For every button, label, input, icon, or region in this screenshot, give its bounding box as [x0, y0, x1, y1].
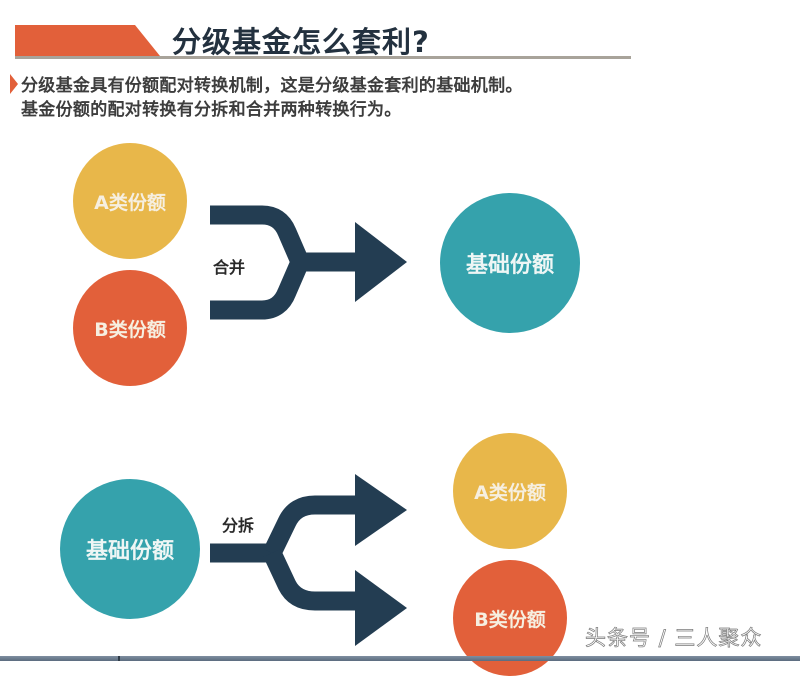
merge-input-a-label: A类份额 — [94, 191, 166, 214]
split-arrow-lower — [263, 548, 360, 611]
split-input-label: 基础份额 — [85, 539, 174, 564]
bottom-strip — [0, 656, 800, 661]
flow-arrows — [210, 205, 407, 646]
description-line-2: 基金份额的配对转换有分拆和合并两种转换行为。 — [21, 100, 402, 120]
title-divider — [15, 56, 631, 59]
split-output-a-circle: A类份额 — [453, 433, 567, 549]
merge-label: 合并 — [213, 258, 246, 277]
split-output-b-label: B类份额 — [474, 608, 546, 631]
merge-output-label: 基础份额 — [465, 253, 554, 278]
split-output-a-label: A类份额 — [474, 481, 546, 504]
merge-arrowhead-icon — [355, 222, 407, 302]
merge-input-b-label: B类份额 — [94, 318, 166, 341]
header-accent-bar — [15, 25, 160, 56]
bullet-triangle-icon — [10, 74, 18, 94]
description-line-1: 分级基金具有份额配对转换机制，这是分级基金套利的基础机制。 — [21, 76, 523, 96]
split-input-circle: 基础份额 — [60, 479, 200, 619]
split-upper-arrowhead-icon — [355, 474, 407, 546]
split-lower-arrowhead-icon — [355, 570, 407, 646]
watermark: 头条号 / 三人聚众 — [585, 626, 763, 651]
page-title: 分级基金怎么套利? — [172, 25, 430, 59]
split-label: 分拆 — [222, 516, 255, 535]
split-arrow-upper — [263, 495, 360, 558]
merge-input-a-circle: A类份额 — [73, 143, 187, 259]
merge-input-b-circle: B类份额 — [73, 270, 187, 386]
merge-output-circle: 基础份额 — [440, 193, 580, 333]
